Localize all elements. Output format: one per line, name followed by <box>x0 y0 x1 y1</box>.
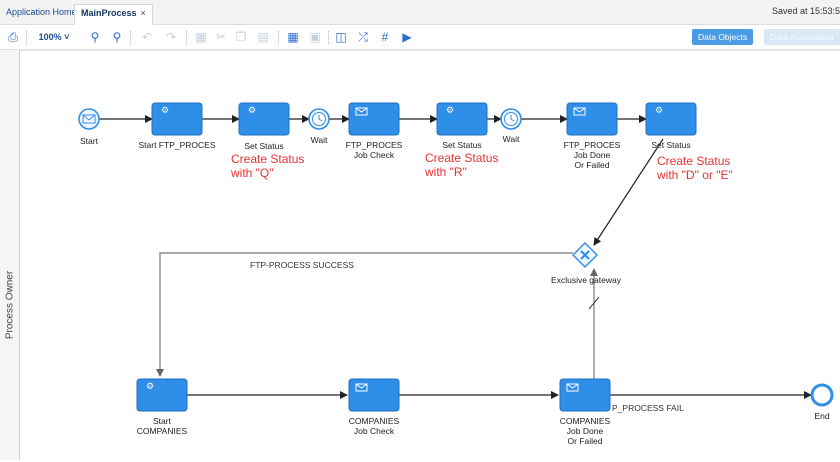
wait-2-label: Wait <box>502 134 520 144</box>
tab-application-home-label: Application Home <box>6 7 77 17</box>
ftp-done-label-line3: Or Failed <box>574 160 610 170</box>
start-label: Start <box>80 136 98 146</box>
set-status-3-label: Set Status <box>651 140 691 150</box>
redo-icon[interactable]: ↷ <box>165 30 177 44</box>
end-event[interactable] <box>810 383 834 407</box>
task-set-status-2[interactable]: ⚙ <box>436 102 488 136</box>
print-icon[interactable]: ⎙ <box>8 30 18 44</box>
set-status-1-label: Set Status <box>244 141 284 151</box>
companies-done-label-line3: Or Failed <box>567 436 603 446</box>
tab-application-home[interactable]: Application Home <box>0 4 83 25</box>
service-task-icon: ⚙ <box>655 106 663 116</box>
companies-done-label-line1: COMPANIES <box>559 416 611 426</box>
note-r-line2: with "R" <box>425 165 467 179</box>
task-ftp-job-done[interactable] <box>566 102 618 136</box>
toolbar-separator <box>328 31 329 44</box>
toolbar-separator <box>26 31 27 44</box>
start-companies-label-line1: Start <box>153 416 171 426</box>
task-set-status-1[interactable]: ⚙ <box>238 102 290 136</box>
shuffle-icon[interactable]: ⤮ <box>358 30 368 44</box>
send-task-icon <box>566 383 579 392</box>
service-task-icon: ⚙ <box>146 382 154 392</box>
paste-icon[interactable]: ▤ <box>257 30 269 44</box>
swimlane-header[interactable]: Process Owner <box>0 50 20 460</box>
tab-main-process[interactable]: MainProcess× <box>74 4 153 25</box>
tab-main-process-label: MainProcess <box>81 8 137 18</box>
task-companies-job-check[interactable] <box>348 378 400 412</box>
undo-icon[interactable]: ↶ <box>141 30 153 44</box>
sequence-flows-gateway <box>156 252 600 379</box>
companies-check-label-line2: Job Check <box>353 426 395 436</box>
diagram-canvas[interactable] <box>20 50 840 460</box>
ftp-job-check-label-line2: Job Check <box>353 150 395 160</box>
start-event[interactable] <box>78 108 100 130</box>
note-q-line1: Create Status <box>231 152 305 166</box>
lock-icon[interactable]: ▣ <box>309 30 321 44</box>
note-q-line2: with "Q" <box>231 166 274 180</box>
task-start-companies[interactable]: ⚙ <box>136 378 188 412</box>
start-companies-label-line2: COMPANIES <box>136 426 188 436</box>
note-de-line2: with "D" or "E" <box>657 168 733 182</box>
align-icon[interactable]: ◫ <box>335 30 347 44</box>
close-icon[interactable]: × <box>140 8 146 18</box>
hash-icon[interactable]: # <box>381 30 389 44</box>
zoom-in-icon[interactable]: ⚲ <box>90 30 100 44</box>
zoom-select[interactable]: 100% ˅ <box>38 32 70 42</box>
end-label: End <box>814 411 830 421</box>
task-ftp-job-check[interactable] <box>348 102 400 136</box>
ftp-done-label-line1: FTP_PROCES <box>563 140 621 150</box>
ftp-done-label-line2: Job Done <box>573 150 611 160</box>
start-ftp-label: Start FTP_PROCES <box>138 140 216 150</box>
note-r-line1: Create Status <box>425 151 499 165</box>
timer-wait-1[interactable] <box>308 108 330 130</box>
wait-1-label: Wait <box>310 135 328 145</box>
task-companies-job-done[interactable] <box>559 378 611 412</box>
ftp-job-check-label-line1: FTP_PROCES <box>345 140 403 150</box>
service-task-icon: ⚙ <box>161 106 169 116</box>
saved-status: Saved at 15:53:5 <box>771 6 840 16</box>
tab-bar: Application Home MainProcess× Saved at 1… <box>0 0 840 25</box>
send-task-icon <box>355 107 368 116</box>
delete-icon[interactable]: ▦ <box>195 30 207 44</box>
note-de-line1: Create Status <box>657 154 731 168</box>
service-task-icon: ⚙ <box>248 106 256 116</box>
sequence-flows-top <box>99 115 664 246</box>
send-task-icon <box>355 383 368 392</box>
toolbar-separator <box>186 31 187 44</box>
envelope-icon <box>82 114 96 124</box>
companies-check-label-line1: COMPANIES <box>348 416 400 426</box>
data-association-button[interactable]: Data Association <box>764 29 840 45</box>
flow-label-success: FTP-PROCESS SUCCESS <box>250 260 354 270</box>
grid-icon[interactable]: ▦ <box>287 30 299 44</box>
companies-done-label-line2: Job Done <box>566 426 604 436</box>
send-task-icon <box>573 107 586 116</box>
cut-icon[interactable]: ✂ <box>215 30 227 44</box>
copy-icon[interactable]: ❐ <box>235 30 247 44</box>
exclusive-gateway[interactable] <box>572 242 598 268</box>
zoom-out-icon[interactable]: ⚲ <box>112 30 122 44</box>
toolbar-separator <box>278 31 279 44</box>
data-objects-button[interactable]: Data Objects <box>692 29 754 45</box>
flow-label-fail: P_PROCESS FAIL <box>612 403 684 413</box>
toolbar: ⎙ 100% ˅ ⚲ ⚲ ↶ ↷ ▦ ✂ ❐ ▤ ▦ ▣ ◫ ⤮ # ▶ Dat… <box>0 25 840 50</box>
set-status-2-label: Set Status <box>442 140 482 150</box>
gateway-label: Exclusive gateway <box>551 275 621 285</box>
task-start-ftp-process[interactable]: ⚙ <box>151 102 203 136</box>
task-set-status-3[interactable]: ⚙ <box>645 102 697 136</box>
toolbar-separator <box>130 31 131 44</box>
timer-wait-2[interactable] <box>500 108 522 130</box>
play-icon[interactable]: ▶ <box>402 30 412 44</box>
service-task-icon: ⚙ <box>446 106 454 116</box>
